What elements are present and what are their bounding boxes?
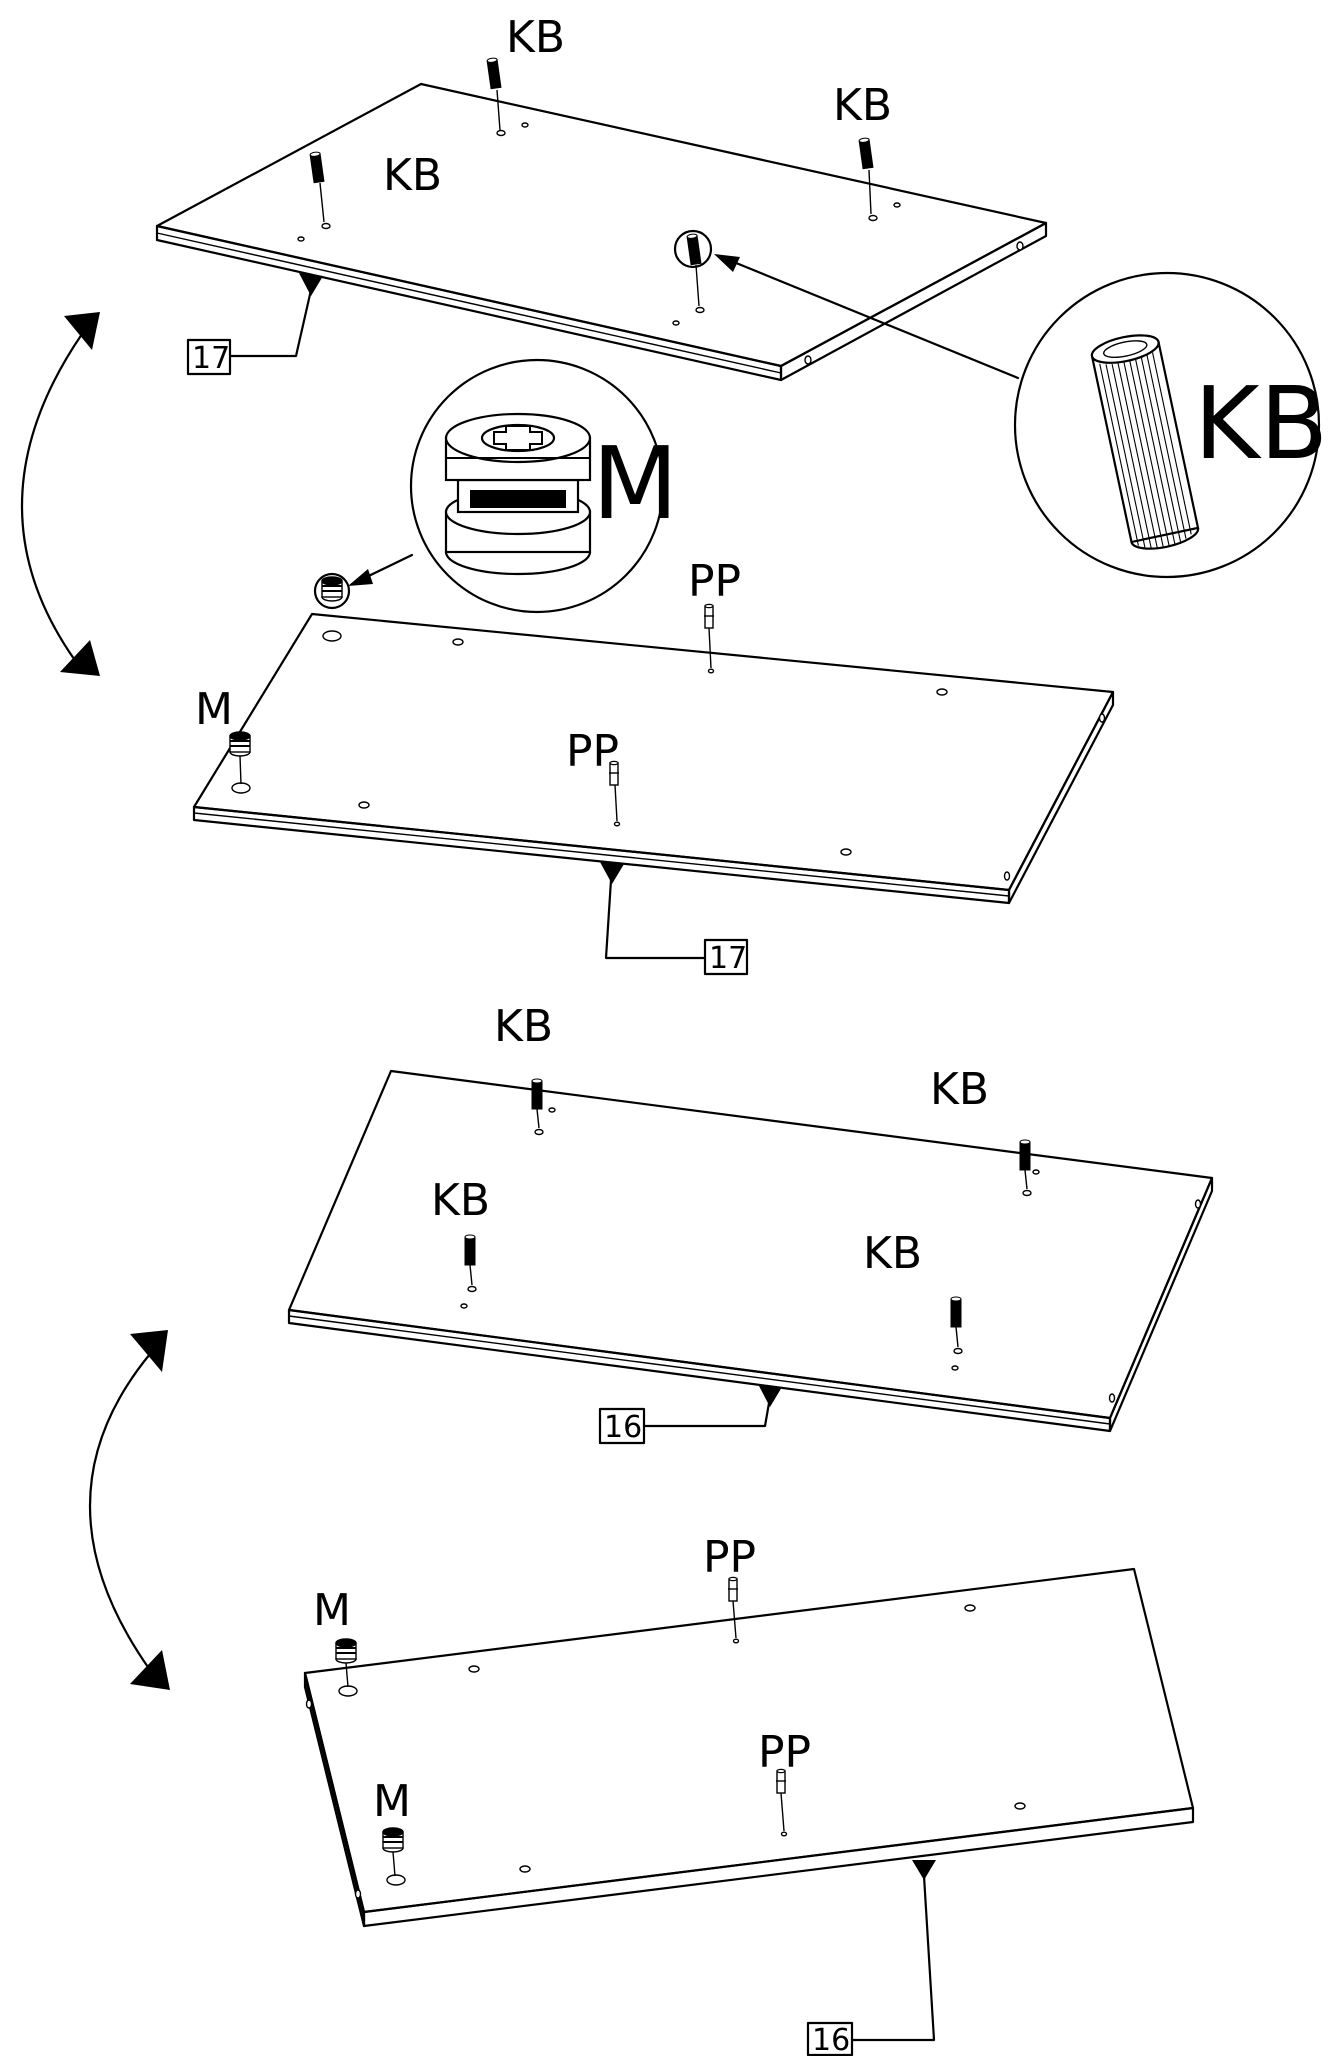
label-m-d2: M xyxy=(373,1776,411,1827)
panel-16-upper xyxy=(287,1069,1214,1433)
dowel-icon xyxy=(309,57,874,307)
label-pp-b2: PP xyxy=(566,726,619,777)
part-number-16-upper: 16 xyxy=(604,1410,642,1445)
cam-lock-icon xyxy=(444,412,592,576)
callout-17-lower: 17 xyxy=(600,862,749,976)
label-pp-b1: PP xyxy=(688,556,741,607)
pin-icon xyxy=(608,603,715,822)
panel-17-upper xyxy=(155,82,1048,382)
label-kb-c2: KB xyxy=(930,1064,989,1115)
label-m-d1: M xyxy=(313,1585,351,1636)
label-pp-d2: PP xyxy=(758,1727,811,1778)
leader-arrowhead xyxy=(714,254,740,272)
label-kb-a1: KB xyxy=(506,12,565,63)
dowel-icon xyxy=(464,1078,1031,1348)
part-number-17-lower: 17 xyxy=(709,941,747,976)
label-kb-a2: KB xyxy=(383,150,442,201)
label-pp-d1: PP xyxy=(703,1532,756,1583)
detail-leader-kb xyxy=(717,254,1020,380)
dowel-icon xyxy=(1090,334,1200,550)
label-kb-c3: KB xyxy=(431,1175,490,1226)
m-detail-magnifier: M xyxy=(409,358,678,614)
pin-icon xyxy=(727,1576,787,1832)
cam-lock-icon xyxy=(229,572,351,785)
flip-arrow-icon xyxy=(20,312,100,676)
label-kb-c4: KB xyxy=(863,1228,922,1279)
label-kb-c1: KB xyxy=(494,1001,553,1052)
panel-17-lower xyxy=(192,612,1115,905)
flip-arrow-icon xyxy=(88,1330,170,1690)
label-kb-detail: KB xyxy=(1194,365,1328,482)
callout-17-upper: 17 xyxy=(186,273,323,376)
panel-16-lower xyxy=(303,1567,1195,1928)
leader-arrowhead xyxy=(348,569,373,586)
label-kb-a3: KB xyxy=(833,80,892,131)
part-number-17-upper: 17 xyxy=(192,341,230,376)
callout-16-upper: 16 xyxy=(598,1384,782,1445)
cam-lock-icon xyxy=(335,1638,404,1877)
kb-detail-magnifier: KB xyxy=(1013,271,1328,579)
label-m-b1: M xyxy=(195,684,233,735)
part-number-16-lower: 16 xyxy=(812,2023,850,2056)
callout-16-lower: 16 xyxy=(806,1860,936,2056)
label-m-detail: M xyxy=(592,425,678,542)
